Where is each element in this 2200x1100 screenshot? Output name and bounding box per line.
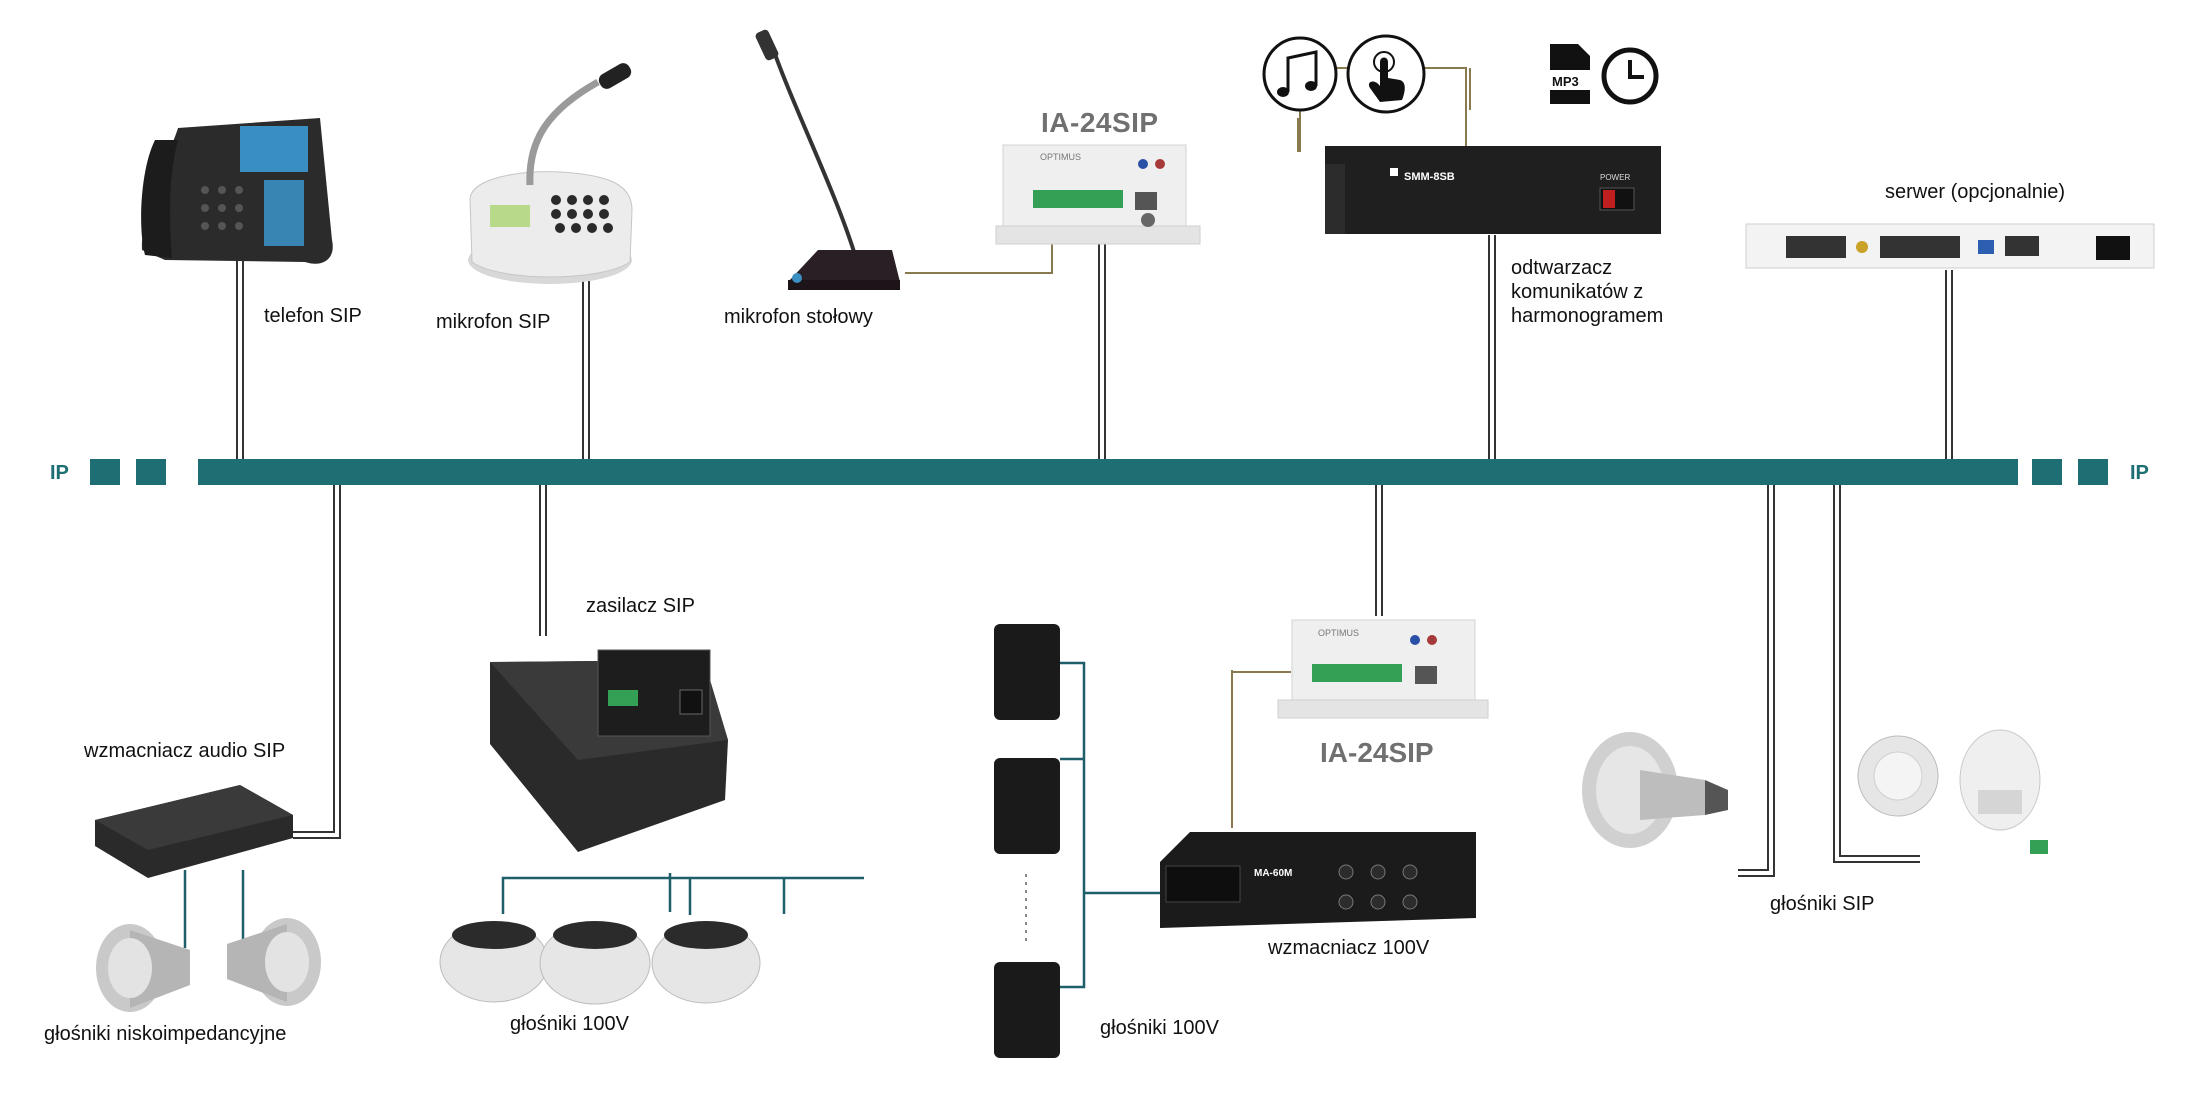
sip-phone-icon bbox=[141, 118, 333, 264]
svg-text:OPTIMUS: OPTIMUS bbox=[1040, 152, 1081, 162]
ceiling-speakers-a-icon bbox=[439, 921, 761, 1005]
speaker-cables bbox=[183, 661, 1160, 989]
ia-24sip-top-model: IA-24SIP bbox=[1041, 107, 1159, 138]
label-sip-speakers: głośniki SIP bbox=[1770, 893, 1875, 915]
horn-speaker-right-icon bbox=[227, 918, 321, 1006]
label-low-impedance-speakers: głośniki niskoimpedancyjne bbox=[44, 1023, 287, 1045]
mp3-badge: MP3 bbox=[1552, 74, 1579, 89]
server-device-icon bbox=[1745, 223, 2155, 269]
label-message-player: odtwarzacz komunikatów z harmonogramem bbox=[1511, 257, 1664, 327]
label-server: serwer (opcjonalnie) bbox=[1885, 181, 2066, 203]
sip-audio-amplifier-icon bbox=[95, 785, 293, 878]
label-desk-microphone: mikrofon stołowy bbox=[724, 306, 873, 328]
ip-backbone bbox=[90, 459, 2108, 485]
ia-24sip-bottom-device-icon: OPTIMUS bbox=[1277, 619, 1489, 719]
label-sip-power-amplifier: zasilacz SIP bbox=[586, 595, 695, 617]
horn-speaker-left-icon bbox=[96, 924, 190, 1012]
ma-60m-amplifier-icon bbox=[1160, 832, 1476, 928]
ip-label-left: IP bbox=[50, 462, 69, 484]
label-100v-amplifier: wzmacniacz 100V bbox=[1268, 937, 1430, 959]
mp3-file-icon bbox=[1548, 44, 1592, 104]
sip-horn-speaker-icon bbox=[1582, 732, 1728, 848]
label-sip-phone: telefon SIP bbox=[264, 305, 362, 327]
smm-8sb-model: SMM-8SB bbox=[1404, 171, 1455, 183]
sip-power-amplifier-icon bbox=[490, 649, 728, 852]
svg-text:OPTIMUS: OPTIMUS bbox=[1318, 628, 1359, 638]
clock-icon bbox=[1601, 47, 1659, 105]
smm-8sb-device-icon bbox=[1325, 146, 1661, 234]
sip-ceiling-speaker-icon bbox=[1857, 729, 2048, 854]
label-100v-speakers-b: głośniki 100V bbox=[1100, 1017, 1219, 1039]
smm-power-label: POWER bbox=[1600, 173, 1630, 182]
ip-label-right: IP bbox=[2130, 462, 2149, 484]
ia-24sip-bottom-model: IA-24SIP bbox=[1320, 737, 1434, 768]
music-note-icon bbox=[1262, 36, 1338, 112]
label-sip-audio-amplifier: wzmacniacz audio SIP bbox=[84, 740, 286, 762]
ia-24sip-top-device-icon: OPTIMUS bbox=[995, 144, 1201, 245]
label-100v-speakers-a: głośniki 100V bbox=[510, 1013, 629, 1035]
sip-microphone-icon bbox=[468, 63, 633, 284]
touch-icon bbox=[1346, 34, 1426, 114]
network-cables bbox=[236, 235, 1953, 877]
label-sip-microphone: mikrofon SIP bbox=[436, 311, 551, 333]
desk-microphone-icon bbox=[755, 29, 900, 290]
ma-60m-model: MA-60M bbox=[1254, 868, 1292, 879]
wall-speakers-icon bbox=[994, 624, 1060, 1058]
